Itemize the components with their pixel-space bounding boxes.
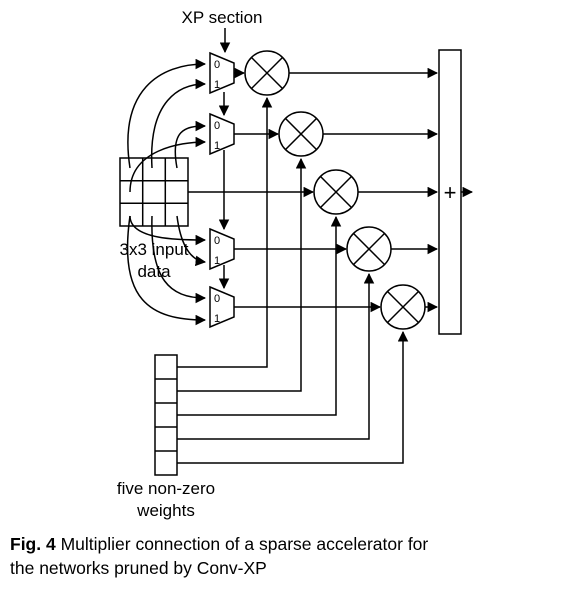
- input-label-line1: 3x3 input: [120, 240, 189, 259]
- xp-section-label: XP section: [182, 8, 263, 27]
- mux-1: 0 1: [209, 51, 235, 95]
- mux-4-input-1-label: 1: [214, 313, 220, 325]
- caption-line-2: the networks pruned by Conv-XP: [10, 558, 267, 578]
- caption-text-1: Multiplier connection of a sparse accele…: [55, 534, 429, 554]
- figure-number: Fig. 4: [10, 534, 56, 554]
- multiplier-1: [244, 50, 290, 96]
- multiplier-4: [346, 226, 392, 272]
- mux-4: 0 1: [209, 285, 235, 329]
- input-routing-curves: [126, 58, 315, 326]
- mux-4-input-0-label: 0: [214, 293, 220, 305]
- mux-2-input-1-label: 1: [214, 140, 220, 152]
- mux-3: 0 1: [209, 227, 235, 271]
- input-label-line2: data: [137, 262, 171, 281]
- mux-1-input-1-label: 1: [214, 79, 220, 91]
- weight-routing-wires: [177, 96, 409, 464]
- adder-plus-sign: +: [444, 180, 457, 205]
- mux-3-input-1-label: 1: [214, 255, 220, 267]
- caption-line-1: Fig. 4 Multiplier connection of a sparse…: [10, 532, 578, 556]
- mux-2-input-0-label: 0: [214, 120, 220, 132]
- input-data-grid: [119, 157, 189, 227]
- weights-label-line1: five non-zero: [117, 479, 215, 498]
- accelerator-diagram: XP section 3x3 input data 0 1 0: [117, 8, 474, 520]
- mux-1-input-0-label: 0: [214, 59, 220, 71]
- weights-label-line2: weights: [136, 501, 195, 520]
- multipliers: [244, 50, 426, 330]
- multiplier-3: [313, 169, 359, 215]
- figure-caption: Fig. 4 Multiplier connection of a sparse…: [10, 532, 578, 580]
- mux-2: 0 1: [209, 112, 235, 156]
- multiplier-5: [380, 284, 426, 330]
- mux-3-input-0-label: 0: [214, 235, 220, 247]
- multiplier-to-adder-wires: [289, 67, 439, 313]
- mux-to-multiplier-wires: [234, 67, 382, 313]
- weights-register: [154, 354, 178, 476]
- multiplier-2: [278, 111, 324, 157]
